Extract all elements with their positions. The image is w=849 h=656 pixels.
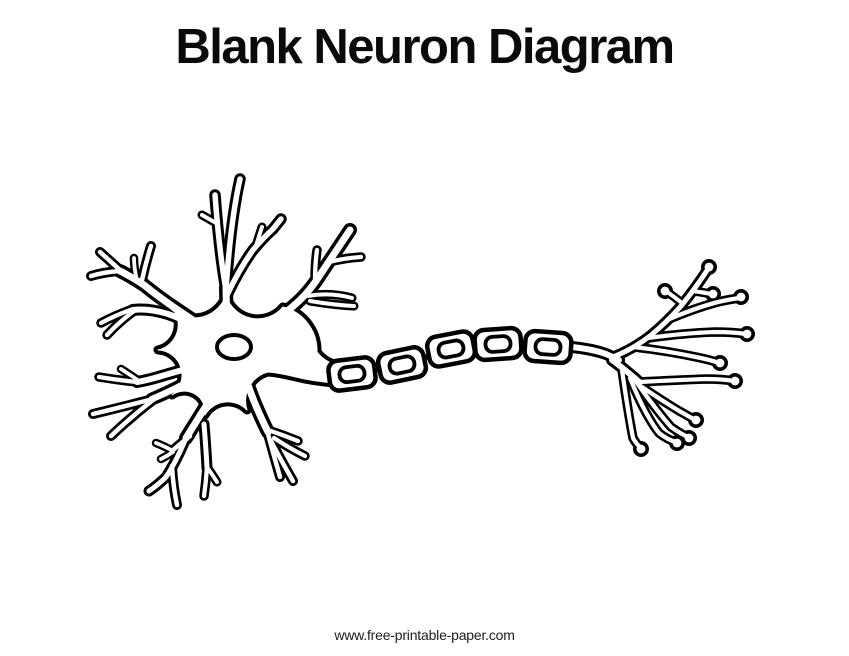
myelin-segment-4 (472, 325, 524, 363)
page-title: Blank Neuron Diagram (175, 20, 675, 74)
footer-url: www.free-printable-paper.com (334, 627, 515, 643)
neuron-interior-layer (91, 179, 752, 505)
myelin-segment-2 (375, 345, 429, 385)
myelin-segment-1 (326, 355, 378, 393)
myelin-segment-5 (522, 328, 574, 366)
myelin-segment-3 (424, 329, 478, 369)
myelin-sheath (326, 325, 574, 393)
nucleus (215, 333, 253, 361)
